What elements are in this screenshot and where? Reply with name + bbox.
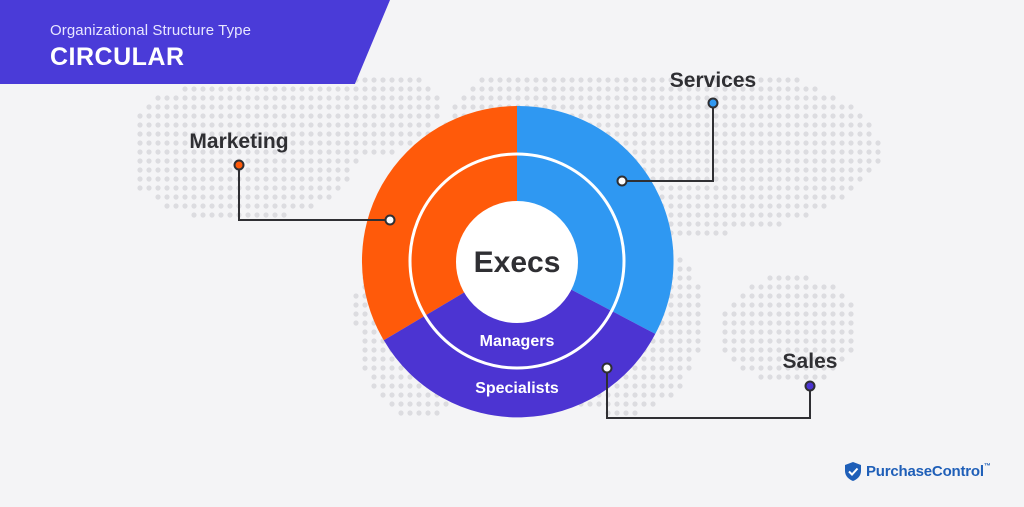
services-anchor-dot [616,175,628,187]
header-banner [0,0,390,84]
brand-trademark: ™ [983,463,991,470]
brand-name-text: PurchaseControl [866,463,984,480]
brand-logo: PurchaseControl™ [845,462,991,481]
marketing-anchor-dot [384,214,396,226]
header-subtitle: Organizational Structure Type [50,22,252,39]
managers-ring [408,152,626,370]
specialists-label: Specialists [475,380,559,397]
services-label: Services [670,69,756,92]
brand-name: PurchaseControl™ [866,463,991,480]
execs-label: Execs [474,246,561,279]
marketing-label: Marketing [189,130,288,153]
marketing-label-dot [233,159,245,171]
marketing-connector [238,165,390,221]
managers-label: Managers [480,333,555,350]
services-connector [622,103,714,182]
services-label-dot [707,97,719,109]
sales-segment [383,261,656,418]
header-title: CIRCULAR [50,43,185,71]
sales-label-dot [804,380,816,392]
sales-connector [606,368,811,419]
shield-check-icon [845,462,861,481]
execs-circle [456,201,578,323]
sales-anchor-dot [601,362,613,374]
sales-label: Sales [783,350,838,373]
